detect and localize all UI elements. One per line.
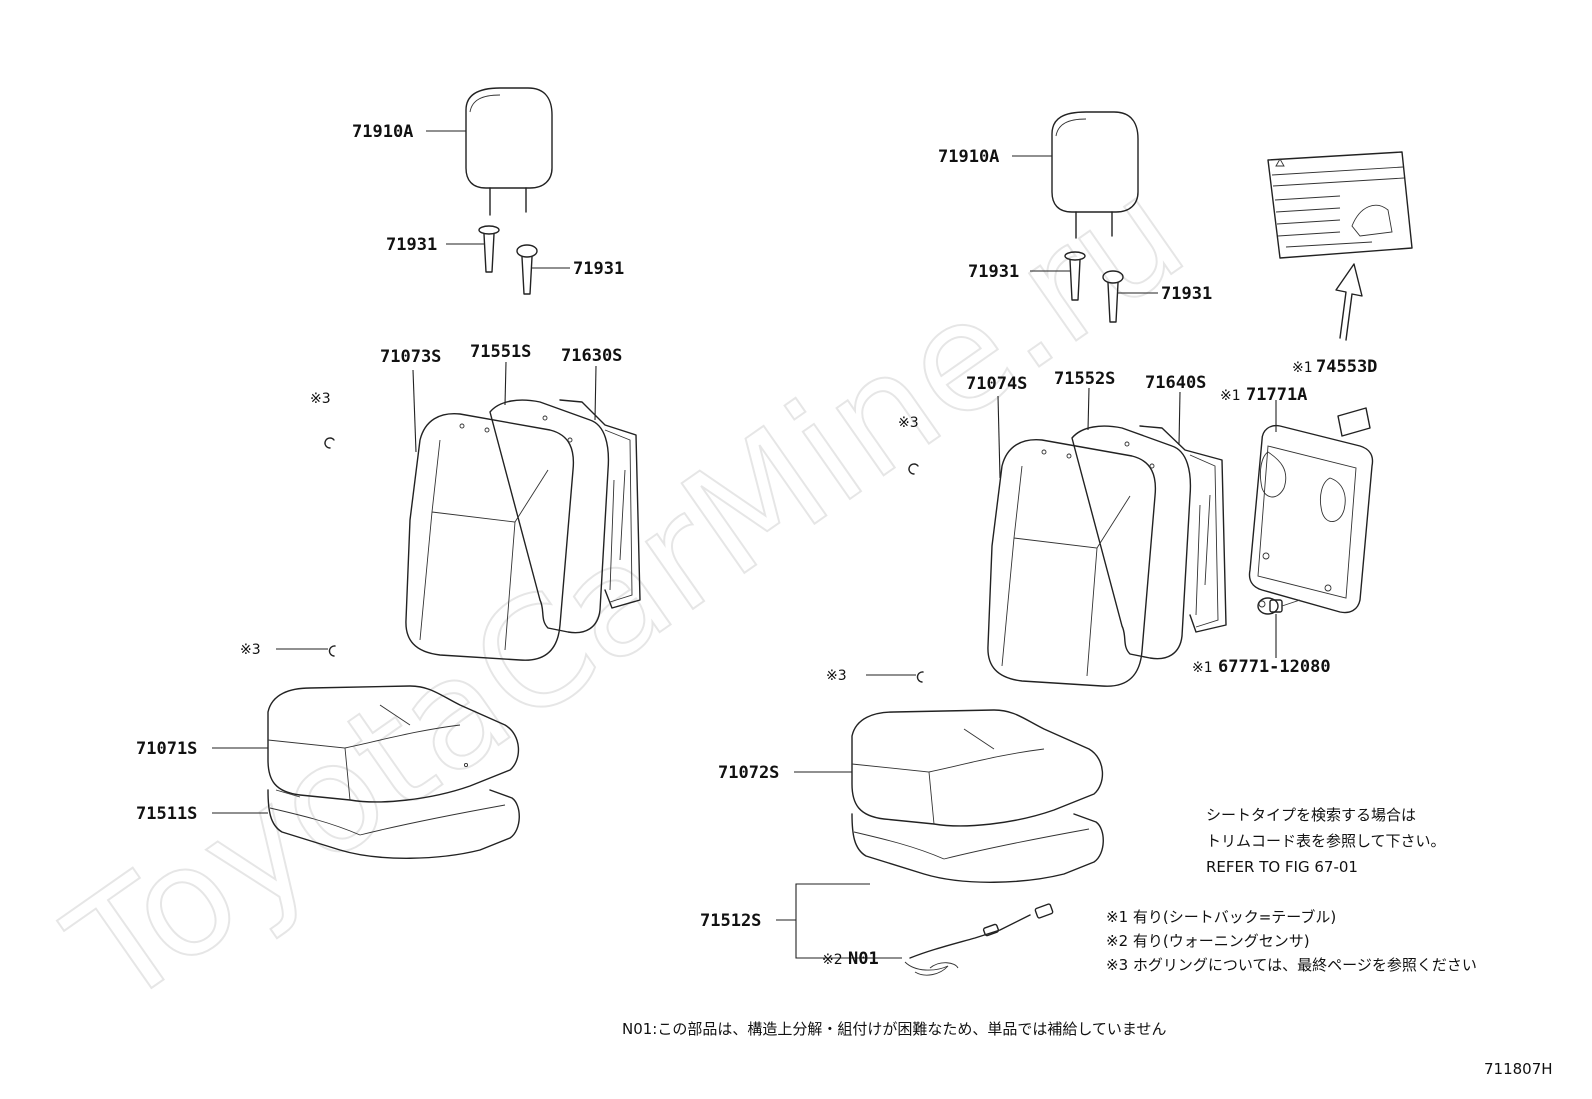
left-support-left-part-number: 71931 — [386, 235, 437, 255]
left-cushion-cover-part-number: 71071S — [136, 739, 197, 759]
right-headrest-part-number: 71910A — [938, 147, 999, 167]
left-ring-mark-lower: ※3 — [240, 642, 261, 658]
right-back-frame-part-number: 71640S — [1145, 373, 1206, 393]
right-seat: 71910A 71931 71931 71074S 7 — [700, 111, 1413, 976]
right-board-part-number: 71771A — [1246, 385, 1307, 405]
right-knob-part-number: 67771-12080 — [1218, 657, 1331, 677]
right-support-drawing — [1064, 251, 1124, 323]
right-sensor-prefix: ※2 — [822, 952, 843, 968]
note-n01: N01:この部品は、構造上分解・組付けが困難なため、単品では補給していません — [622, 1020, 1166, 1038]
left-back-pad-part-number: 71551S — [470, 342, 531, 362]
right-ring-mark-lower: ※3 — [826, 668, 847, 684]
left-seat: 71910A 71931 71931 — [136, 87, 641, 859]
right-knob-prefix: ※1 — [1192, 660, 1213, 676]
right-back-cover-part-number: 71074S — [966, 374, 1027, 394]
right-sensor-part-number: N01 — [848, 949, 879, 969]
left-ring-mark-upper: ※3 — [310, 391, 331, 407]
note-3: ※3 ホグリングについては、最終ページを参照ください — [1106, 956, 1477, 974]
right-label-part-number: 74553D — [1316, 357, 1377, 377]
note-1: ※1 有り(シートバック=テーブル) — [1106, 908, 1336, 926]
left-support-right-part-number: 71931 — [573, 259, 624, 279]
right-hog-ring-upper — [908, 463, 919, 475]
right-cushion-pad-part-number: 71512S — [700, 911, 761, 931]
right-back-pad-part-number: 71552S — [1054, 369, 1115, 389]
right-support-right-part-number: 71931 — [1161, 284, 1212, 304]
right-label-small-drawing — [1337, 407, 1371, 437]
note-search-line1: シートタイプを検索する場合は — [1206, 806, 1416, 824]
note-2: ※2 有り(ウォーニングセンサ) — [1106, 932, 1310, 950]
right-sensor-drawing — [904, 903, 1054, 976]
note-search-line2: トリムコード表を参照して下さい。 — [1206, 832, 1446, 850]
left-seatback-drawing — [405, 399, 641, 661]
left-cushion-pad-part-number: 71511S — [136, 804, 197, 824]
left-back-frame-part-number: 71630S — [561, 346, 622, 366]
right-board-prefix: ※1 — [1220, 388, 1241, 404]
left-back-cover-part-number: 71073S — [380, 347, 441, 367]
right-label-arrow — [1335, 263, 1363, 341]
right-cushion-drawing — [851, 709, 1104, 883]
note-refer-fig: REFER TO FIG 67-01 — [1206, 858, 1358, 876]
right-hog-ring-lower — [916, 671, 924, 683]
left-headrest-part-number: 71910A — [352, 122, 413, 142]
left-hog-ring-upper — [324, 437, 335, 449]
left-hog-ring-lower — [328, 645, 336, 657]
right-ring-mark-upper: ※3 — [898, 415, 919, 431]
right-table-board-drawing — [1248, 424, 1374, 614]
left-headrest-drawing — [465, 87, 553, 216]
right-knob-drawing — [1257, 597, 1301, 615]
watermark: ToyotaCarMine.ru — [40, 145, 1214, 1040]
right-caution-label-drawing — [1267, 151, 1413, 259]
figure-code: 711807H — [1484, 1060, 1553, 1078]
right-label-prefix: ※1 — [1292, 360, 1313, 376]
left-support-drawing — [478, 225, 538, 295]
right-cushion-cover-part-number: 71072S — [718, 763, 779, 783]
left-cushion-drawing — [267, 685, 520, 859]
right-seatback-drawing — [987, 425, 1227, 687]
right-headrest-drawing — [1051, 111, 1139, 239]
right-support-left-part-number: 71931 — [968, 262, 1019, 282]
